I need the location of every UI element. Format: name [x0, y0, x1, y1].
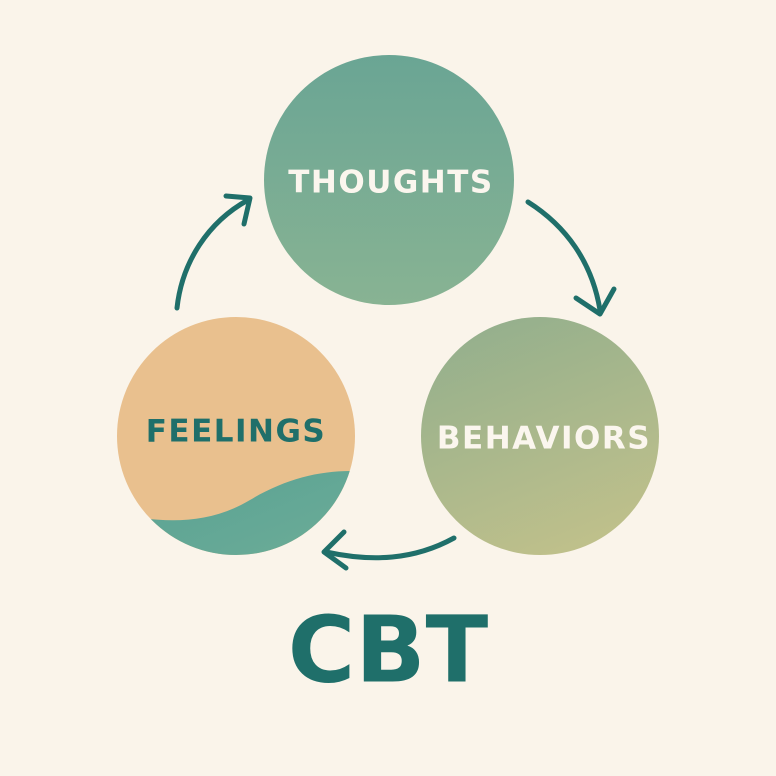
arrow-thoughts-to-behaviors-shaft: [525, 199, 603, 313]
node-thoughts: THOUGHTS: [264, 55, 514, 305]
arrow-feelings-to-thoughts-shaft: [174, 197, 251, 311]
node-behaviors: BEHAVIORS: [421, 317, 659, 555]
arrow-behaviors-to-feelings-shaft: [323, 535, 457, 561]
arrow-feelings-to-thoughts-head: [223, 193, 253, 227]
thoughts-label: THOUGHTS: [288, 165, 493, 201]
arrow-behaviors-to-feelings: [321, 529, 457, 571]
thoughts-circle: [264, 55, 514, 305]
behaviors-label: BEHAVIORS: [437, 421, 651, 457]
arrow-thoughts-to-behaviors-head: [573, 286, 617, 317]
arrow-thoughts-to-behaviors: [525, 199, 617, 317]
diagram-title: CBT: [288, 596, 489, 703]
arrow-feelings-to-thoughts: [174, 193, 253, 311]
arrow-behaviors-to-feelings-head: [321, 529, 349, 571]
node-feelings: FEELINGS: [117, 317, 355, 555]
feelings-label: FEELINGS: [146, 414, 327, 450]
behaviors-circle: [421, 317, 659, 555]
